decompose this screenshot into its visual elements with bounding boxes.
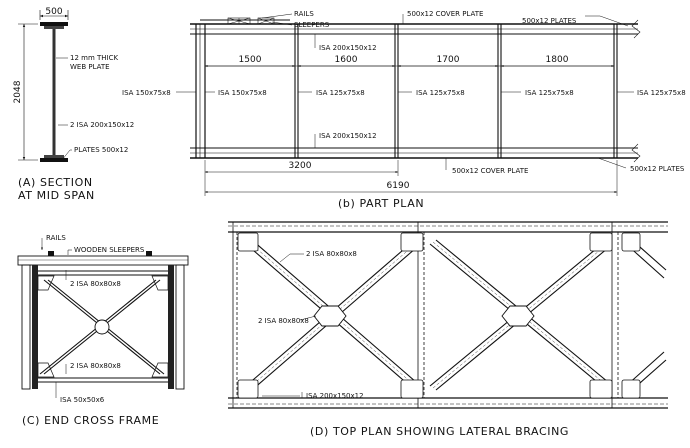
plan-panel-1-dim: 1500 bbox=[239, 55, 262, 65]
plan-bracing-isa-upper: 2 ISA 80x80x8 bbox=[306, 250, 357, 258]
section-plates-label: PLATES 500x12 bbox=[74, 146, 128, 154]
plan-vertical-3: ISA 125x75x8 bbox=[316, 89, 365, 97]
section-web-plate-label: 12 mm THICK bbox=[70, 54, 118, 62]
section-dim-width: 500 bbox=[45, 7, 62, 17]
section-dim-height: 2048 bbox=[13, 80, 23, 103]
frame-isa-upper: 2 ISA 80x80x8 bbox=[70, 280, 121, 288]
frame-rails-label: RAILS bbox=[46, 234, 66, 242]
plan-panel-2-dim: 1600 bbox=[335, 55, 358, 65]
plan-plates-top: 500x12 PLATES bbox=[522, 17, 577, 25]
plan-dim-3200: 3200 bbox=[289, 161, 312, 171]
plan-isa-top: ISA 200x150x12 bbox=[319, 44, 377, 52]
top-plan-view: 2 ISA 80x80x8 2 ISA 80x80x8 ISA 200x150x… bbox=[228, 221, 668, 438]
plan-bracing-isa-middle: 2 ISA 80x80x8 bbox=[258, 317, 309, 325]
frame-sleepers-label: WOODEN SLEEPERS bbox=[74, 246, 145, 254]
plan-rails-label: RAILS bbox=[294, 10, 314, 18]
frame-isa-lower: 2 ISA 80x80x8 bbox=[70, 362, 121, 370]
plan-vertical-1: ISA 150x75x8 bbox=[122, 89, 171, 97]
plan-vertical-4: ISA 125x75x8 bbox=[416, 89, 465, 97]
part-plan-caption: (b) PART PLAN bbox=[338, 197, 424, 210]
section-view: 500 2048 12 mm THICK WEB PLATE 2 ISA 200… bbox=[13, 7, 134, 202]
plan-bracing-isa-chord: ISA 200x150x12 bbox=[306, 392, 364, 400]
plan-vertical-6: ISA 125x75x8 bbox=[637, 89, 686, 97]
plan-isa-bottom: ISA 200x150x12 bbox=[319, 132, 377, 140]
plan-panel-4-dim: 1800 bbox=[546, 55, 569, 65]
plan-panel-3-dim: 1700 bbox=[437, 55, 460, 65]
frame-isa-bottom: ISA 50x50x6 bbox=[60, 396, 105, 404]
section-web-plate-label-2: WEB PLATE bbox=[70, 63, 110, 71]
plan-sleepers-label: SLEEPERS bbox=[294, 21, 330, 29]
end-cross-frame-view: RAILS WOODEN SLEEPERS 2 ISA 80x80x8 2 IS… bbox=[17, 234, 189, 427]
section-caption-1: (A) SECTION bbox=[18, 176, 93, 189]
plan-vertical-2: ISA 150x75x8 bbox=[218, 89, 267, 97]
part-plan-view: RAILS SLEEPERS 500x12 COVER PLATE 500x12… bbox=[122, 10, 686, 210]
plan-vertical-5: ISA 125x75x8 bbox=[525, 89, 574, 97]
plan-cover-plate-bottom: 500x12 COVER PLATE bbox=[452, 167, 528, 175]
section-angle-label: 2 ISA 200x150x12 bbox=[70, 121, 134, 129]
plan-plates-bottom: 500x12 PLATES bbox=[630, 165, 685, 173]
plan-cover-plate-top: 500x12 COVER PLATE bbox=[407, 10, 483, 18]
plan-dim-6190: 6190 bbox=[387, 181, 410, 191]
end-frame-caption: (C) END CROSS FRAME bbox=[22, 414, 159, 427]
section-caption-2: AT MID SPAN bbox=[18, 189, 95, 202]
top-plan-caption: (D) TOP PLAN SHOWING LATERAL BRACING bbox=[310, 425, 569, 438]
